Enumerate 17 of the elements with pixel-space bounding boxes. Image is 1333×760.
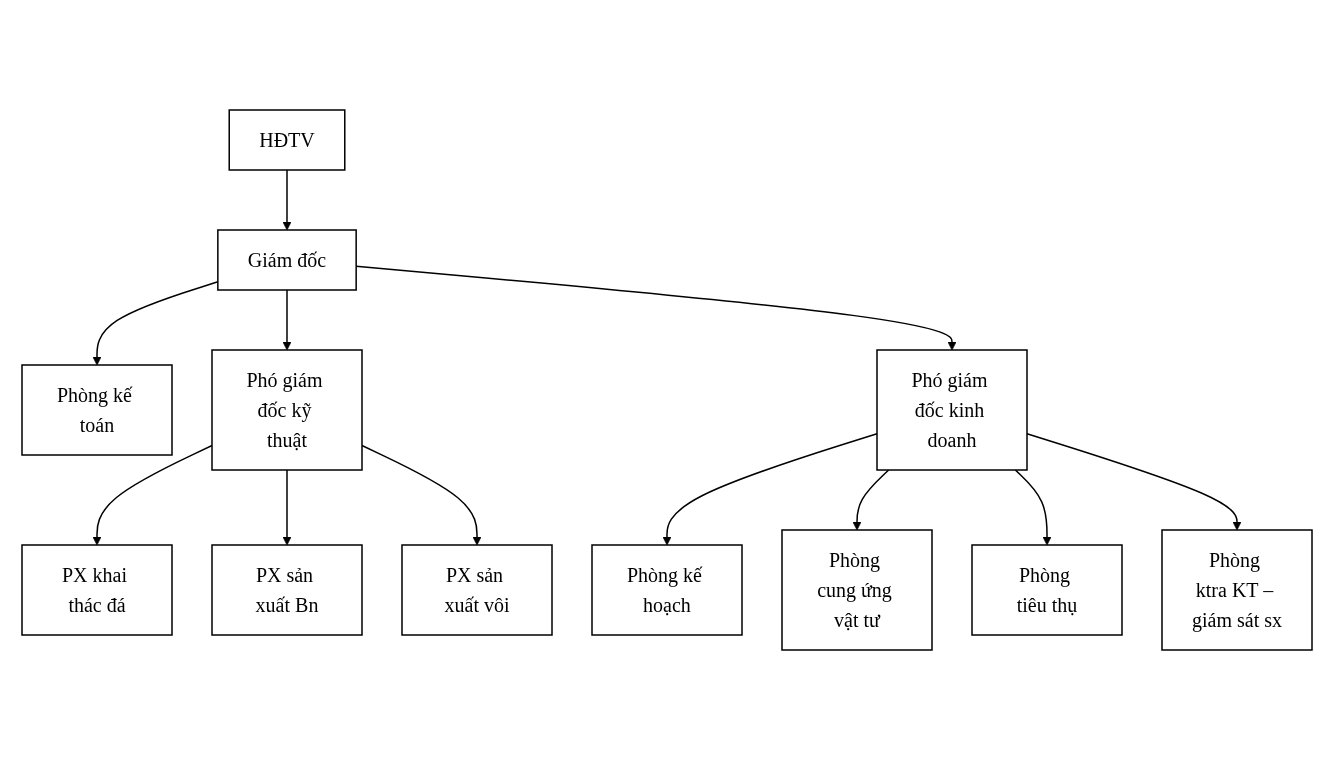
node-box: Phòng ktra KT – giám sát sx	[1160, 529, 1313, 651]
node-box: Phòng kế toán	[20, 364, 173, 456]
arrow	[282, 289, 291, 351]
node-box: Phòng cung ứng vật tư	[780, 529, 933, 651]
node-box: PX khai thác đá	[20, 544, 173, 636]
node-box: Phòng kế hoạch	[590, 544, 743, 636]
node-box: PX sản xuất Bn	[210, 544, 363, 636]
node-box: Phó giám đốc kinh doanh	[875, 349, 1028, 471]
arrow	[852, 469, 889, 531]
node-box: HĐTV	[228, 109, 345, 171]
node-box: PX sản xuất vôi	[400, 544, 553, 636]
arrow	[282, 169, 291, 231]
node-box: Phòng tiêu thụ	[970, 544, 1123, 636]
node-box: Phó giám đốc kỹ thuật	[210, 349, 363, 471]
node-box: Giám đốc	[216, 229, 357, 291]
arrow	[282, 469, 291, 546]
arrow	[1014, 469, 1051, 546]
